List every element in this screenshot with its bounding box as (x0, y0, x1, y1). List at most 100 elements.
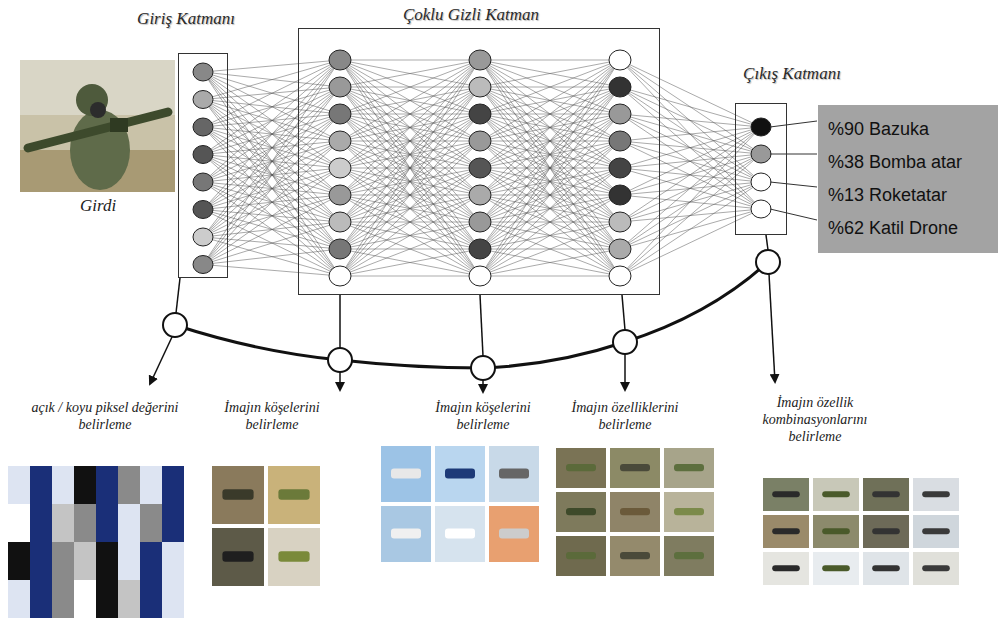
layer-box: Çıkış Katmanı (735, 103, 787, 235)
example-object (872, 491, 900, 497)
example-object (278, 489, 309, 499)
network-wire (620, 114, 761, 127)
network-wire (620, 127, 761, 168)
example-tile (489, 506, 539, 562)
network-wire (203, 87, 340, 265)
network-wire (620, 87, 761, 154)
layer-heading: Çıkış Katmanı (743, 64, 841, 84)
network-wire (340, 87, 480, 276)
network-wire (480, 60, 620, 87)
layer-box: Çoklu Gizli Katman (298, 28, 660, 295)
network-wire (203, 100, 340, 223)
class-score: %38 Bomba atar (828, 146, 988, 179)
network-wire (620, 141, 761, 182)
example-tile (763, 515, 809, 548)
neuron (193, 201, 213, 219)
network-wire (620, 209, 761, 276)
network-wire (340, 60, 480, 141)
pixel-cell (96, 466, 118, 504)
neuron (609, 158, 631, 178)
network-wire (203, 72, 340, 276)
example-object (674, 508, 704, 515)
example-tile (435, 506, 485, 562)
example-tile (212, 466, 264, 524)
network-wire (203, 60, 340, 265)
network-wire (340, 60, 480, 87)
example-tile (435, 446, 485, 502)
network-wire (480, 60, 620, 168)
drop-line (176, 278, 180, 313)
network-wire (620, 127, 761, 141)
network-wire (340, 60, 480, 61)
network-wire (620, 60, 761, 154)
class-score: %62 Katil Drone (828, 212, 988, 245)
example-tile (763, 478, 809, 511)
pixel-cell (8, 504, 30, 542)
network-wire (203, 60, 340, 127)
example-object (922, 528, 950, 534)
network-wire (620, 182, 761, 249)
network-wire (620, 127, 761, 195)
network-wire (203, 100, 340, 277)
network-wire (480, 60, 620, 222)
example-object (822, 528, 850, 534)
network-wire (340, 60, 480, 222)
pixel-cell (74, 580, 96, 618)
network-wire (620, 154, 761, 276)
network-wire (203, 60, 340, 210)
network-wire (480, 60, 620, 114)
neuron (469, 131, 491, 151)
drop-line (339, 295, 341, 348)
example-tile (913, 552, 959, 585)
network-wire (480, 60, 620, 249)
neuron (469, 158, 491, 178)
launcher-grip (110, 118, 128, 132)
network-wire (480, 60, 620, 114)
neuron (329, 185, 351, 205)
network-wire (480, 87, 620, 276)
drop-line (480, 295, 483, 356)
example-object (772, 491, 800, 497)
layer-box: Giriş Katmanı (178, 53, 228, 278)
stage-curve-line (175, 262, 768, 368)
network-wire (203, 127, 340, 276)
network-wire (480, 195, 620, 276)
class-score: %13 Roketatar (828, 179, 988, 212)
network-wire (480, 249, 620, 276)
network-wire (340, 249, 480, 276)
pixel-cell (162, 504, 184, 542)
neuron (609, 185, 631, 205)
stage-dot (328, 348, 352, 372)
example-object (566, 508, 596, 515)
neuron (609, 212, 631, 232)
pixel-cell (8, 542, 30, 580)
network-wire (340, 114, 480, 276)
network-wire (203, 127, 340, 195)
example-tile (610, 536, 660, 576)
pixel-cell (8, 580, 30, 618)
pixel-cell (118, 580, 140, 618)
example-object (922, 491, 950, 497)
drop-line (622, 295, 625, 330)
network-wire (203, 127, 340, 222)
network-wire (203, 182, 340, 249)
leader-line (770, 209, 817, 220)
network-wire (620, 168, 761, 209)
network-wire (620, 87, 761, 127)
pixel-cell (118, 466, 140, 504)
pixel-cell (140, 542, 162, 580)
neuron (751, 173, 771, 191)
example-object (772, 528, 800, 534)
network-wire (480, 276, 620, 277)
network-wire (340, 60, 480, 276)
network-wire (203, 141, 340, 265)
neuron (329, 77, 351, 97)
pixel-cell (96, 580, 118, 618)
example-object (872, 528, 900, 534)
neuron (329, 212, 351, 232)
pixel-cell (74, 504, 96, 542)
network-wire (340, 168, 480, 276)
neuron (193, 63, 213, 81)
example-tile (268, 528, 320, 586)
network-wire (203, 72, 340, 222)
